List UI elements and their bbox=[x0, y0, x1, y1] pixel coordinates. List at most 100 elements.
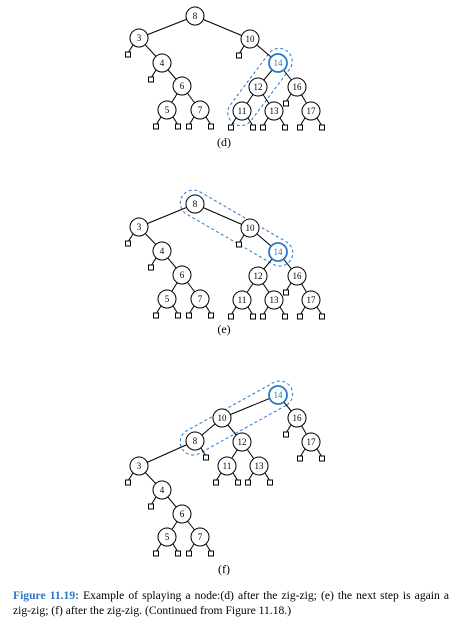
tree-node-4: 4 bbox=[152, 53, 172, 73]
tree-node-10: 10 bbox=[240, 29, 260, 49]
tree-node-label: 11 bbox=[238, 106, 247, 116]
tree-node-label: 12 bbox=[238, 437, 247, 447]
tree-node-label: 12 bbox=[254, 271, 263, 281]
panel-label-f: (f) bbox=[218, 562, 230, 576]
tree-node-label: 8 bbox=[193, 199, 198, 209]
external-leaf bbox=[267, 479, 273, 486]
tree-node-3: 3 bbox=[129, 456, 149, 476]
panel-label-e: (e) bbox=[217, 322, 230, 336]
figure-caption: Figure 11.19: Example of splaying a node… bbox=[13, 588, 449, 618]
tree-edge bbox=[138, 440, 196, 467]
tree-node-label: 12 bbox=[254, 82, 263, 92]
caption-label: Figure 11.19: bbox=[13, 589, 80, 602]
external-leaf bbox=[297, 455, 303, 462]
tree-node-label: 4 bbox=[160, 58, 165, 68]
external-leaf bbox=[208, 312, 214, 319]
tree-node-label: 3 bbox=[137, 461, 142, 471]
external-leaf bbox=[319, 313, 325, 320]
tree-node-8: 8 bbox=[185, 431, 205, 451]
external-leaf bbox=[186, 550, 192, 557]
external-leaf bbox=[186, 123, 192, 130]
tree-node-17: 17 bbox=[301, 101, 321, 121]
tree-node-label: 4 bbox=[160, 246, 165, 256]
tree-node-label: 14 bbox=[274, 247, 284, 257]
tree-node-5: 5 bbox=[157, 289, 177, 309]
tree-node-label: 16 bbox=[293, 82, 303, 92]
tree-edge bbox=[138, 15, 196, 39]
tree-node-14: 14 bbox=[268, 385, 288, 405]
tree-node-7: 7 bbox=[190, 100, 210, 120]
tree-node-5: 5 bbox=[157, 527, 177, 547]
external-leaf bbox=[228, 313, 234, 320]
tree-node-11: 11 bbox=[232, 290, 252, 310]
tree-node-label: 16 bbox=[293, 413, 303, 423]
tree-node-11: 11 bbox=[232, 101, 252, 121]
external-leaf bbox=[236, 52, 242, 59]
tree-node-label: 13 bbox=[270, 295, 280, 305]
tree-node-12: 12 bbox=[248, 266, 268, 286]
external-leaf bbox=[235, 479, 241, 486]
tree-node-label: 11 bbox=[238, 295, 247, 305]
tree-node-label: 6 bbox=[180, 81, 185, 91]
external-leaf bbox=[186, 312, 192, 319]
tree-node-12: 12 bbox=[248, 77, 268, 97]
tree-node-label: 10 bbox=[246, 223, 256, 233]
tree-edge bbox=[194, 203, 251, 229]
external-leaf bbox=[148, 76, 154, 83]
external-leaf bbox=[213, 479, 219, 486]
tree-node-13: 13 bbox=[264, 101, 284, 121]
tree-node-label: 3 bbox=[137, 33, 142, 43]
external-leaf bbox=[203, 454, 209, 461]
external-leaf bbox=[260, 124, 266, 131]
external-leaf bbox=[250, 313, 256, 320]
tree-node-label: 7 bbox=[198, 105, 203, 115]
external-leaf bbox=[148, 503, 154, 510]
external-leaf bbox=[153, 123, 159, 130]
tree-node-14: 14 bbox=[268, 242, 288, 262]
tree-node-label: 13 bbox=[255, 461, 265, 471]
external-leaf bbox=[175, 550, 181, 557]
tree-node-13: 13 bbox=[249, 456, 269, 476]
external-leaf bbox=[283, 431, 289, 438]
tree-node-label: 5 bbox=[165, 294, 170, 304]
tree-node-16: 16 bbox=[287, 266, 307, 286]
tree-node-17: 17 bbox=[301, 290, 321, 310]
tree-node-label: 8 bbox=[193, 11, 198, 21]
tree-node-label: 7 bbox=[198, 532, 203, 542]
external-leaf bbox=[297, 124, 303, 131]
tree-node-10: 10 bbox=[240, 218, 260, 238]
external-leaf bbox=[282, 313, 288, 320]
tree-node-8: 8 bbox=[185, 6, 205, 26]
external-leaf bbox=[282, 124, 288, 131]
panel-e: 8 3 10 465 7 14 12 16 11 13 17 bbox=[125, 189, 325, 320]
tree-node-6: 6 bbox=[172, 504, 192, 524]
tree-node-6: 6 bbox=[172, 265, 192, 285]
tree-node-8: 8 bbox=[185, 194, 205, 214]
tree-node-10: 10 bbox=[212, 408, 232, 428]
external-leaf bbox=[319, 455, 325, 462]
external-leaf bbox=[175, 123, 181, 130]
splay-group-outline bbox=[179, 189, 294, 267]
external-leaf bbox=[283, 289, 289, 296]
tree-node-16: 16 bbox=[287, 408, 307, 428]
tree-node-label: 10 bbox=[246, 34, 256, 44]
tree-node-label: 5 bbox=[165, 532, 170, 542]
tree-node-label: 13 bbox=[270, 106, 280, 116]
tree-node-label: 3 bbox=[137, 222, 142, 232]
tree-node-label: 11 bbox=[223, 461, 232, 471]
splay-group-outline bbox=[179, 380, 294, 456]
tree-node-7: 7 bbox=[190, 289, 210, 309]
external-leaf bbox=[245, 479, 251, 486]
tree-node-16: 16 bbox=[287, 77, 307, 97]
tree-node-label: 5 bbox=[165, 105, 170, 115]
external-leaf bbox=[125, 51, 131, 58]
tree-node-label: 6 bbox=[180, 509, 185, 519]
external-leaf bbox=[283, 100, 289, 107]
external-leaf bbox=[297, 313, 303, 320]
tree-node-6: 6 bbox=[172, 76, 192, 96]
tree-node-label: 10 bbox=[218, 413, 228, 423]
tree-node-3: 3 bbox=[129, 217, 149, 237]
